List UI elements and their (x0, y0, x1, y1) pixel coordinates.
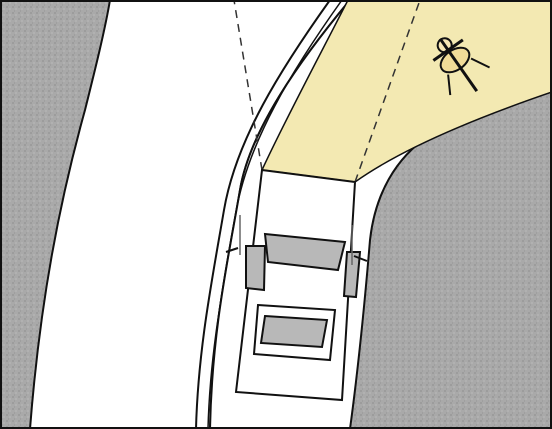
cyclist-icon (432, 37, 491, 96)
sight-line-left (233, 0, 263, 171)
lane-line-inner (207, 0, 343, 429)
car-icon (225, 168, 368, 402)
lane-line-outer (195, 0, 331, 429)
sight-line-right (354, 0, 421, 183)
headlight-beam (260, 0, 552, 183)
